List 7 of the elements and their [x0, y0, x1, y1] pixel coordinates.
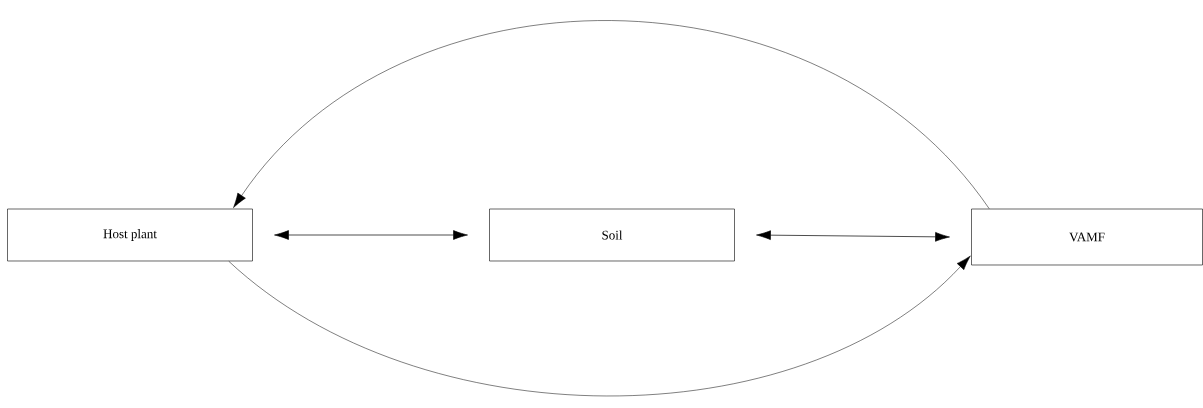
arrow [233, 20, 990, 209]
arrow [228, 255, 971, 397]
arrow [274, 230, 468, 240]
process-box: Host plant [7, 208, 253, 262]
arrow [756, 230, 950, 242]
process-box: Soil [489, 208, 735, 262]
process-box: VAMF [971, 208, 1203, 266]
